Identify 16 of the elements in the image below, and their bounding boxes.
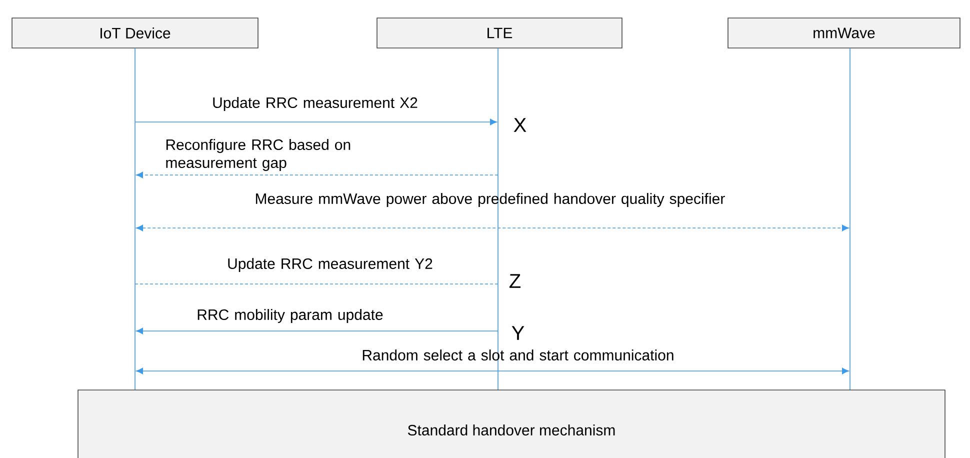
heading-box: LTE	[376, 18, 622, 48]
step-letter: Y	[512, 326, 524, 340]
message-arrow	[136, 328, 498, 334]
step-letter: Z	[510, 274, 520, 288]
process-box: Standard handover mechanism	[78, 390, 946, 458]
lifeline	[134, 48, 136, 390]
heading-box: mmWave	[728, 18, 960, 48]
message-arrow	[134, 118, 497, 126]
edge-label: RRC mobility param update	[198, 309, 383, 323]
edge-label: Update RRC measurement Y2	[228, 258, 432, 272]
edge-label: Update RRC measurement X2	[213, 97, 418, 111]
message-arrow	[136, 172, 498, 178]
message-arrow	[136, 368, 849, 374]
heading-box: IoT Device	[12, 18, 258, 48]
message-arrow	[136, 224, 849, 232]
edge-label: Reconfigure RRC based on measurement gap	[166, 139, 350, 171]
